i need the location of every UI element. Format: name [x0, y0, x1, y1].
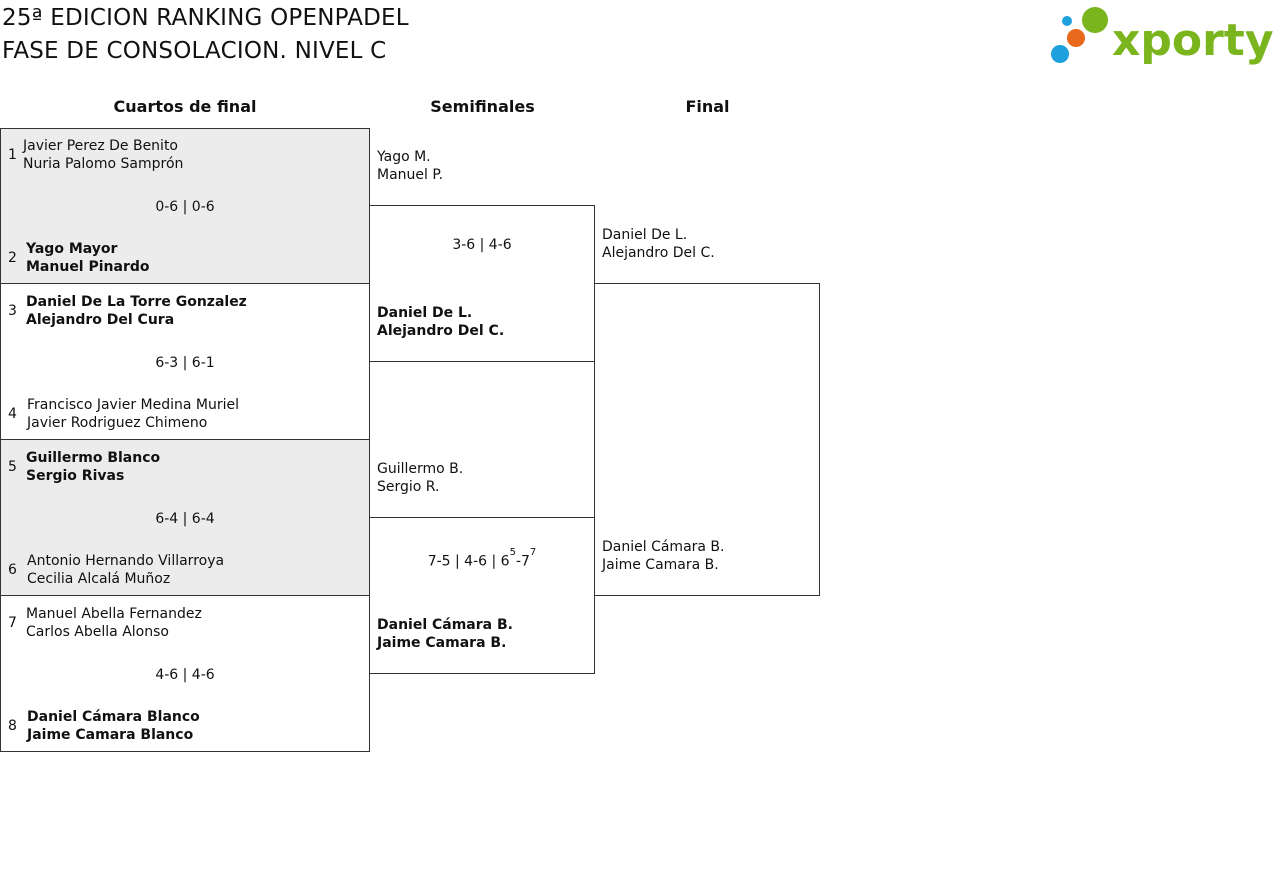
logo-dot-orange [1067, 29, 1085, 47]
score-sets: 7-5 | 4-6 | 6 [427, 553, 510, 570]
score-separator: -7 [515, 553, 530, 570]
winner-player-name: Alejandro Del C. [377, 323, 505, 339]
quarterfinal-match-4[interactable]: 7 Manuel Abella Fernandez Carlos Abella … [0, 595, 370, 752]
logo-dot-green-large [1082, 7, 1108, 33]
semifinal-player-name: Sergio R. [377, 479, 440, 495]
winner-player-name: Daniel De La Torre Gonzalez [26, 294, 247, 310]
semifinal-player-name: Yago M. [377, 149, 431, 165]
tournament-subtitle: FASE DE CONSOLACION. NIVEL C [2, 38, 387, 64]
tiebreak-score: 5 [509, 547, 516, 558]
player-name: Javier Rodriguez Chimeno [27, 415, 208, 431]
match-score: 7-5 | 4-6 | 65-77 [370, 547, 594, 571]
winner-player-name: Yago Mayor [26, 241, 118, 257]
logo-dot-blue [1051, 45, 1069, 63]
winner-player-name: Daniel Cámara Blanco [27, 709, 200, 725]
match-score: 6-4 | 6-4 [155, 511, 215, 527]
round-title-final: Final [685, 97, 730, 116]
player-name: Antonio Hernando Villarroya [27, 553, 225, 569]
tiebreak-score: 7 [529, 547, 537, 558]
quarterfinal-match-3[interactable]: 5 Guillermo Blanco Sergio Rivas 6-4 | 6-… [0, 439, 370, 596]
seed-number: 7 [8, 615, 17, 631]
winner-player-name: Jaime Camara Blanco [27, 727, 194, 743]
logo-text: xporty [1112, 15, 1274, 66]
semifinal-player-name: Manuel P. [377, 167, 444, 183]
match-score: 4-6 | 4-6 [155, 667, 215, 683]
seed-number: 2 [8, 250, 17, 266]
winner-player-name: Jaime Camara B. [377, 635, 507, 651]
winner-player-name: Daniel Cámara B. [377, 617, 513, 633]
match-score: 0-6 | 0-6 [155, 199, 215, 215]
winner-player-name: Daniel De L. [377, 305, 473, 321]
seed-number: 4 [8, 406, 17, 422]
quarterfinal-match-2[interactable]: 3 Daniel De La Torre Gonzalez Alejandro … [0, 283, 370, 440]
winner-player-name: Sergio Rivas [26, 468, 125, 484]
seed-number: 8 [8, 718, 17, 734]
tournament-title: 25ª EDICION RANKING OPENPADEL [2, 5, 409, 31]
round-title-quarterfinals: Cuartos de final [113, 97, 257, 116]
player-name: Nuria Palomo Samprón [23, 156, 184, 172]
xporty-logo[interactable]: xporty [1050, 5, 1274, 67]
seed-number: 6 [8, 562, 17, 578]
winner-player-name: Guillermo Blanco [26, 450, 161, 466]
semifinal-match-1[interactable]: 3-6 | 4-6 Daniel De L. Alejandro Del C. [369, 205, 595, 362]
winner-player-name: Alejandro Del Cura [26, 312, 175, 328]
match-score: 3-6 | 4-6 [452, 237, 512, 253]
player-name: Cecilia Alcalá Muñoz [27, 571, 171, 587]
winner-player-name: Manuel Pinardo [26, 259, 150, 275]
seed-number: 3 [8, 303, 17, 319]
round-title-semifinals: Semifinales [430, 97, 535, 116]
player-name: Carlos Abella Alonso [26, 624, 169, 640]
seed-number: 1 [8, 147, 17, 163]
final-player-name: Daniel De L. [602, 227, 688, 243]
semifinal-match-2[interactable]: 7-5 | 4-6 | 65-77 Daniel Cámara B. Jaime… [369, 517, 595, 674]
player-name: Manuel Abella Fernandez [26, 606, 202, 622]
quarterfinal-match-1[interactable]: 1 Javier Perez De Benito Nuria Palomo Sa… [0, 128, 370, 284]
player-name: Francisco Javier Medina Muriel [27, 397, 240, 413]
seed-number: 5 [8, 459, 17, 475]
final-match[interactable]: Daniel Cámara B. Jaime Camara B. [594, 283, 820, 596]
final-player-name: Daniel Cámara B. [602, 539, 725, 555]
final-player-name: Alejandro Del C. [602, 245, 715, 261]
logo-dot-blue-small [1062, 16, 1072, 26]
final-player-name: Jaime Camara B. [602, 557, 719, 573]
semifinal-player-name: Guillermo B. [377, 461, 464, 477]
player-name: Javier Perez De Benito [23, 138, 178, 154]
match-score: 6-3 | 6-1 [155, 355, 215, 371]
